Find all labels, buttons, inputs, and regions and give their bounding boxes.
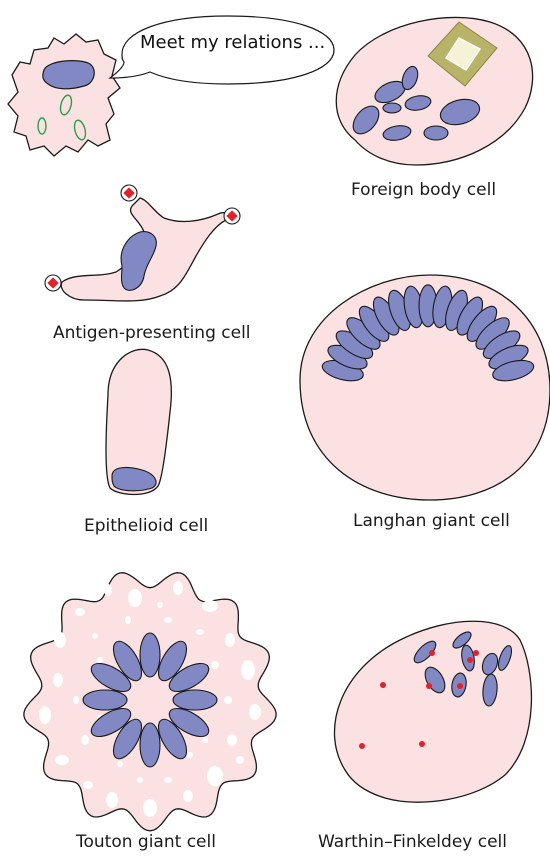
touton-nucleus (140, 723, 160, 767)
macrophage-cell (8, 34, 120, 156)
touton-giant-cell (24, 573, 276, 831)
label-langhan-giant-cell: Langhan giant cell (353, 511, 510, 531)
label-touton-giant-cell: Touton giant cell (76, 832, 216, 852)
macrophage-nucleus (43, 61, 94, 89)
label-antigen-presenting-cell: Antigen-presenting cell (53, 323, 251, 343)
antigen-presenting-cell (45, 185, 240, 301)
langhan-giant-cell (300, 275, 550, 500)
label-foreign-body-cell: Foreign body cell (351, 180, 496, 200)
touton-nucleus (83, 690, 127, 710)
label-warthin-finkeldey-cell: Warthin–Finkeldey cell (318, 832, 507, 852)
epithelioid-cell (106, 349, 171, 494)
label-epithelioid-cell: Epithelioid cell (84, 516, 208, 536)
touton-nucleus (140, 633, 160, 677)
warthin-finkeldey-cell (334, 621, 531, 802)
speech-bubble-text: Meet my relations ... (140, 32, 325, 53)
foreign-body-cell (336, 17, 532, 165)
touton-nucleus (173, 690, 217, 710)
